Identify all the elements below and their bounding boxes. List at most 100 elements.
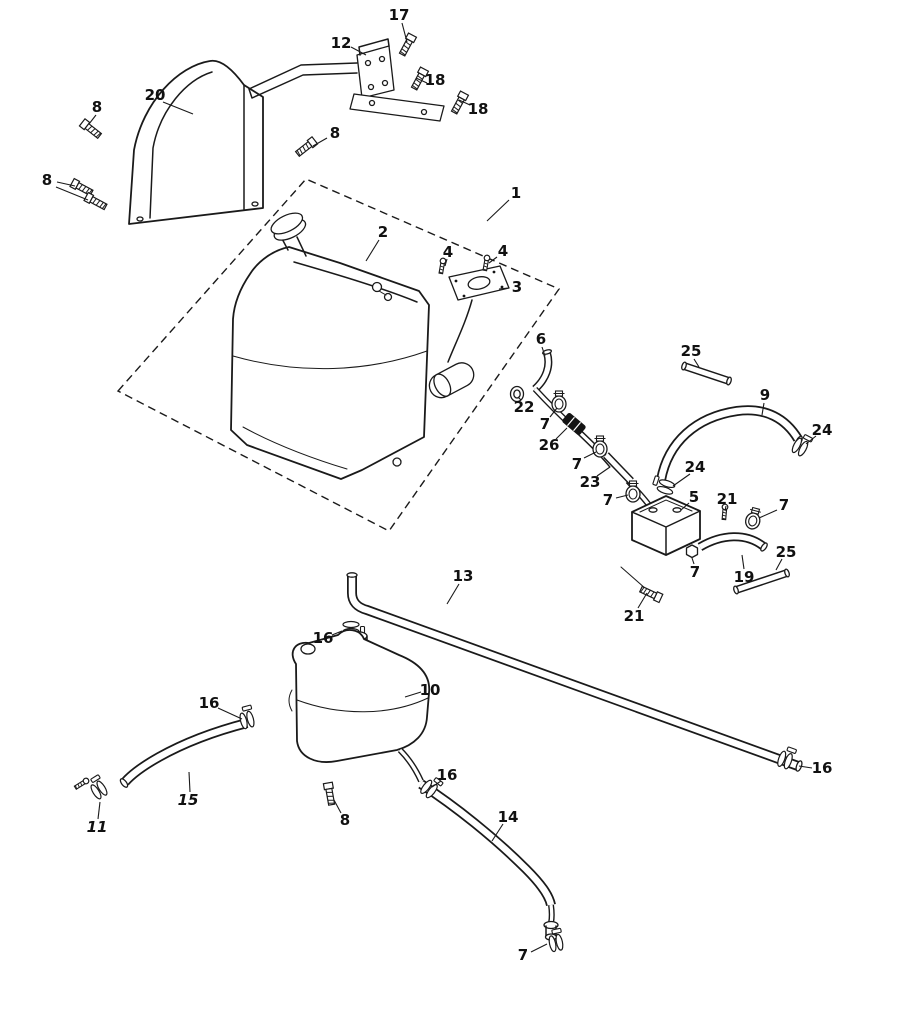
leader-line-part-20 (162, 101, 194, 115)
leader-line-part-5 (680, 502, 690, 511)
part-callout-12: 12 (331, 34, 352, 52)
part-callout-18: 18 (425, 71, 446, 89)
leader-line-part-24 (672, 473, 691, 487)
clamp-11 (85, 773, 111, 801)
bolt-8 (83, 191, 109, 212)
fuel-hose-6 (532, 349, 553, 392)
part-callout-6: 6 (536, 330, 546, 348)
leader-line-part-7 (691, 557, 695, 565)
clamp-screw (73, 776, 91, 791)
fuel-hose-19 (697, 532, 768, 552)
leader-line-part-12 (350, 46, 367, 56)
leader-line-part-16 (798, 765, 813, 769)
part-callout-22: 22 (514, 398, 535, 416)
part-callout-13: 13 (453, 567, 474, 585)
part-callout-7: 7 (779, 496, 789, 514)
part-callout-1: 1 (511, 184, 521, 202)
hose-clamp-7 (743, 505, 764, 532)
leader-line-part-16 (431, 780, 442, 788)
part-callout-17: 17 (389, 6, 410, 24)
fuel-sender (428, 265, 510, 399)
leader-line-part-1 (486, 199, 510, 222)
leader-line-part-16 (331, 630, 343, 636)
leader-line-part-23 (596, 466, 611, 477)
leader-line-part-19 (741, 554, 745, 570)
leader-line-part-25 (775, 558, 783, 571)
lower-bracket-plate (349, 93, 445, 122)
leader-line-part-21 (637, 592, 648, 609)
upper-bracket (356, 38, 395, 99)
canister-10 (288, 629, 431, 783)
part-callout-5: 5 (689, 488, 699, 506)
leader-line-part-24 (805, 435, 817, 445)
part-callout-24: 24 (685, 458, 706, 476)
leader-line-part-22 (517, 396, 522, 401)
leader-line-part-7 (549, 407, 558, 418)
part-callout-8: 8 (42, 171, 52, 189)
leader-line-part-25 (693, 358, 700, 368)
leader-line-part-7 (583, 451, 597, 459)
grommet-22 (509, 385, 525, 403)
assembly-boundary (116, 178, 561, 532)
part-callout-7: 7 (518, 946, 528, 964)
fuel-valve-5 (631, 495, 701, 556)
part-callout-3: 3 (512, 278, 522, 296)
leader-line-part-15 (188, 771, 191, 793)
leader-line-part-26 (555, 427, 568, 440)
leader-line-part-6 (541, 346, 546, 357)
part-callout-18: 18 (468, 100, 489, 118)
part-callout-7: 7 (603, 491, 613, 509)
leader-line-part-8 (333, 799, 342, 814)
hose-clamp-7 (592, 435, 608, 458)
part-callout-25: 25 (681, 342, 702, 360)
part-callout-23: 23 (580, 473, 601, 491)
leader-line-part-4 (444, 258, 448, 267)
part-callout-21: 21 (717, 490, 738, 508)
part-callout-11: 11 (87, 818, 108, 836)
part-callout-20: 20 (145, 86, 166, 104)
leader-line-part-14 (491, 823, 504, 842)
fuel-tank (230, 246, 430, 480)
part-callout-14: 14 (498, 808, 519, 826)
vent-hose-15 (119, 718, 249, 788)
leader-line-part-4 (488, 256, 498, 264)
heat-shield (128, 59, 264, 225)
fuel-hose-9 (656, 405, 803, 482)
leader-line-part-7 (530, 943, 548, 953)
bolt-17 (397, 32, 418, 58)
part-callout-4: 4 (498, 242, 508, 260)
part-callout-2: 2 (378, 223, 388, 241)
vent-tube-13 (346, 572, 803, 772)
part-callout-8: 8 (340, 811, 350, 829)
leader-line-part-7 (758, 509, 778, 519)
part-callout-4: 4 (443, 243, 453, 261)
mounting-strap (248, 62, 358, 99)
fuel-hose-14 (418, 779, 556, 907)
part-callout-7: 7 (572, 455, 582, 473)
fuel-filler-cap (270, 212, 307, 257)
part-callout-7: 7 (690, 563, 700, 581)
leader-line-part-9 (761, 402, 765, 416)
part-callout-7: 7 (540, 415, 550, 433)
part-callout-9: 9 (760, 386, 770, 404)
bolt-8 (294, 136, 319, 159)
leader-line-part-3 (498, 287, 509, 290)
part-callout-16: 16 (199, 694, 220, 712)
bolt-8 (322, 781, 337, 807)
fuel-pipe-23 (603, 452, 634, 484)
leader-line-part-13 (446, 583, 460, 605)
part-callout-8: 8 (330, 124, 340, 142)
part-callout-16: 16 (437, 766, 458, 784)
outlet-fitting (543, 904, 559, 941)
nut-7 (685, 544, 699, 559)
part-callout-24: 24 (812, 421, 833, 439)
hose-clamp-7 (551, 390, 567, 413)
part-callout-10: 10 (420, 681, 441, 699)
part-callout-15: 15 (178, 791, 199, 809)
leader-line-part-8 (312, 137, 328, 147)
leader-line-part-10 (404, 691, 422, 698)
fuel-tube-25b (733, 568, 790, 595)
part-callout-25: 25 (776, 543, 797, 561)
